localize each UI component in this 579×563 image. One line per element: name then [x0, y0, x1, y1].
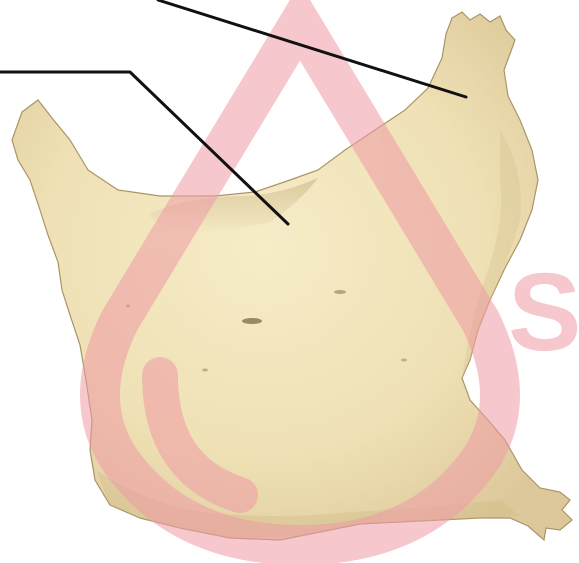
bone-foramen — [401, 359, 407, 362]
bone-foramen — [202, 369, 208, 372]
watermark-letter: S — [508, 251, 579, 374]
bone-foramen — [334, 290, 346, 294]
bone-foramen — [242, 318, 262, 324]
